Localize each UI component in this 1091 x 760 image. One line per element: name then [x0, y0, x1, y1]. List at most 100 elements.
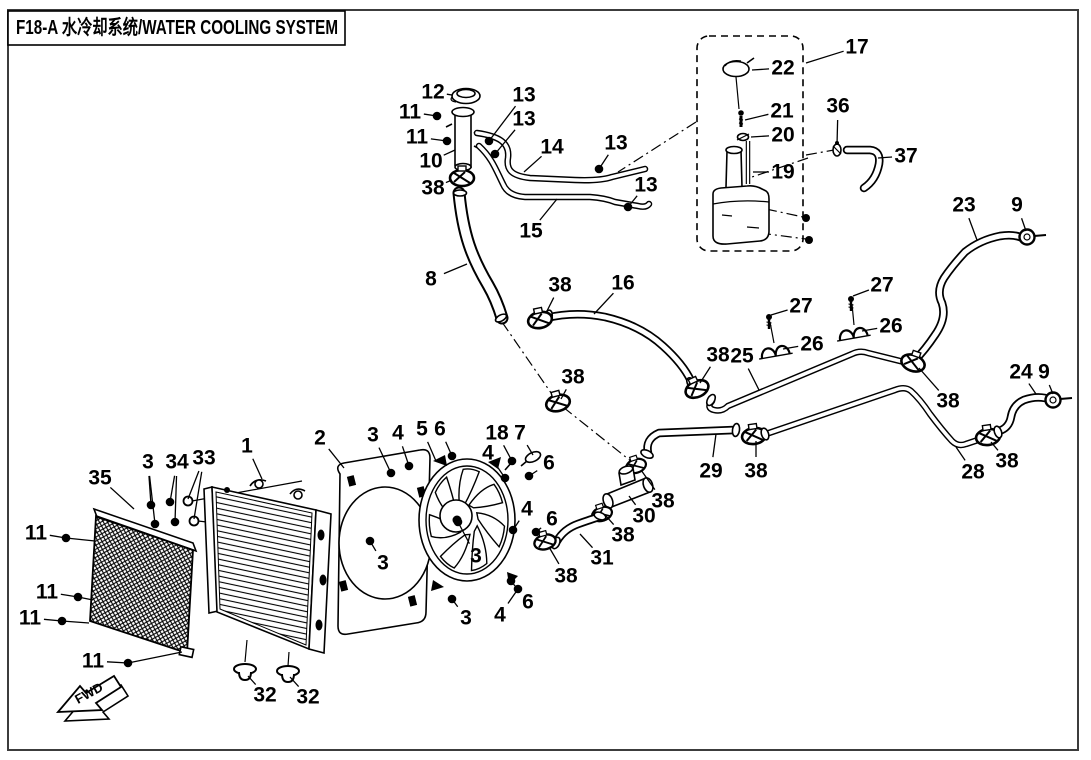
mount-hole: [254, 479, 264, 489]
fastener-dot: [432, 111, 442, 121]
part-number-label: 9: [1011, 194, 1023, 217]
fastener-dot: [150, 519, 160, 529]
reservoir-screw: [802, 214, 810, 222]
fastener-dot: [623, 202, 633, 212]
leader-line: [446, 93, 453, 96]
part-number-label: 17: [845, 36, 868, 59]
radiator-screen: [61, 507, 198, 664]
leader-line: [751, 68, 770, 71]
part-number-label: 18: [485, 422, 509, 445]
part-number-label: 33: [192, 447, 215, 470]
leader-line: [770, 309, 788, 316]
part-number-label: 10: [419, 150, 442, 173]
leader-line: [427, 441, 437, 462]
fastener-dot: [57, 616, 67, 626]
hose-29: [640, 422, 741, 459]
leader-line: [744, 113, 769, 121]
leader-line: [990, 441, 999, 451]
overflow-clamp-36: [832, 141, 842, 157]
part-number-label: 35: [88, 467, 112, 490]
part-number-label: 19: [771, 161, 794, 184]
leader-line: [1020, 218, 1027, 232]
part-number-label: 16: [611, 272, 634, 295]
filler-neck-assembly: [445, 87, 653, 325]
radiator-hose-8: [452, 186, 509, 325]
fastener-dot: [404, 461, 414, 471]
leader-line: [548, 546, 560, 565]
leader-line: [247, 675, 257, 686]
fan-blade: [439, 533, 471, 569]
part-number-label: 6: [543, 452, 555, 475]
leader-line: [836, 119, 839, 146]
leader-line: [443, 149, 456, 156]
part-number-label: 26: [800, 333, 823, 356]
hose-clip-26: [756, 343, 794, 361]
fastener-dot: [594, 164, 604, 174]
leader-line: [699, 366, 711, 384]
part-number-label: 28: [961, 461, 985, 484]
part-number-label: 38: [744, 460, 768, 483]
fastener-dot: [442, 136, 452, 146]
part-number-label: 11: [82, 650, 105, 673]
part-number-label: 32: [296, 686, 319, 709]
part-number-label: 36: [826, 95, 849, 118]
part-number-label: 38: [706, 344, 730, 367]
fastener-dot: [490, 149, 500, 159]
reservoir-bottle: [712, 185, 770, 245]
leader-line: [593, 292, 614, 315]
part-number-label: 23: [952, 194, 975, 217]
leader-line: [443, 263, 468, 275]
fan-blade: [475, 512, 506, 549]
leader-line: [252, 458, 263, 480]
fastener-dot: [484, 136, 494, 146]
leader-line: [628, 495, 637, 506]
leader-line: [545, 297, 555, 314]
part-number-label: 21: [770, 100, 794, 123]
part-number-label: 1: [241, 435, 253, 458]
fastener-dot: [506, 576, 516, 586]
leader-line: [579, 533, 594, 549]
coolant-reservoir-assembly: [696, 35, 884, 252]
reservoir-dashed-box: [696, 35, 804, 252]
page-border: [7, 9, 1079, 751]
leader-line: [918, 367, 940, 391]
part-number-label: 31: [590, 547, 614, 570]
part-number-label: 4: [521, 498, 533, 521]
leader-line: [187, 470, 200, 500]
leader-line: [560, 388, 567, 400]
leader-line: [526, 444, 534, 456]
fan-blade: [467, 483, 504, 509]
fastener-dot: [500, 473, 510, 483]
part-number-label: 14: [540, 136, 564, 159]
fastener-dot: [386, 468, 396, 478]
part-number-label: 11: [406, 126, 429, 149]
radiator-cap-12: [450, 87, 481, 105]
part-number-label: 38: [421, 177, 445, 200]
fastener-dot: [524, 471, 534, 481]
fan-blade: [458, 468, 481, 510]
part-number-label: 3: [470, 545, 482, 568]
reservoir-cap: [722, 57, 755, 78]
leader-line: [605, 515, 615, 526]
fastener-dot: [365, 536, 375, 546]
part-number-label: 15: [519, 220, 543, 243]
fan-shroud: [336, 448, 432, 636]
part-number-label: 4: [482, 442, 494, 465]
tee-fitting-assembly: [530, 452, 654, 553]
part-number-label: 6: [522, 591, 534, 614]
part-number-label: 3: [377, 552, 389, 575]
part-number-label: 4: [494, 604, 506, 627]
vent-hose-15: [475, 142, 653, 210]
mount-grommet-32: [233, 663, 257, 681]
part-number-label: 38: [651, 490, 675, 513]
leader-line: [861, 327, 878, 332]
hose-28: [760, 385, 988, 449]
part-number-label: 26: [879, 315, 902, 338]
page-title: F18-A 水冷却系统/WATER COOLING SYSTEM: [16, 15, 338, 39]
fastener-dot: [165, 497, 175, 507]
leader-line: [1048, 384, 1054, 395]
tee-fitting-30: [602, 465, 654, 510]
